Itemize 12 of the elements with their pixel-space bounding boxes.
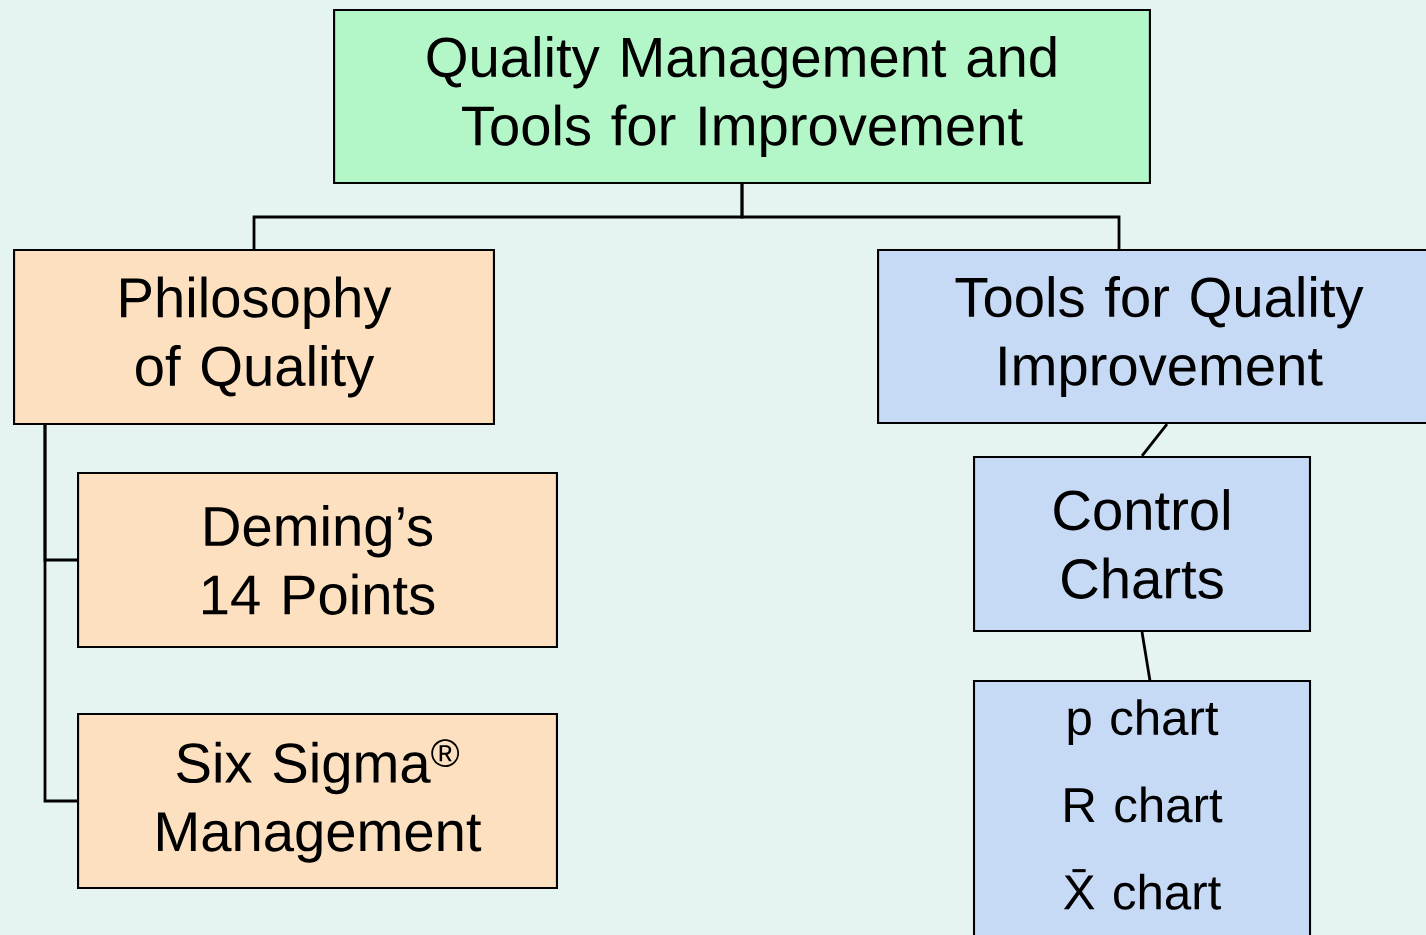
category-box: Tools for Quality Improvement [877,248,1426,425]
chart-list-box [972,679,1312,935]
connector-line [740,184,1121,249]
connector-line [43,425,77,803]
title-box: Quality Management and Tools for Improvement [333,8,1151,185]
chart-name: p chart R chart X̄ chart [1063,699,1223,910]
connector-line [1140,423,1169,457]
topic-box: Deming’s 14 Points [77,471,558,649]
topic-box: Control Charts [973,455,1312,633]
category-box: Philosophy of Quality [13,248,495,426]
topic-box: Six Sigma$^{®}$ Management [77,712,558,890]
connector-line [1140,631,1152,682]
